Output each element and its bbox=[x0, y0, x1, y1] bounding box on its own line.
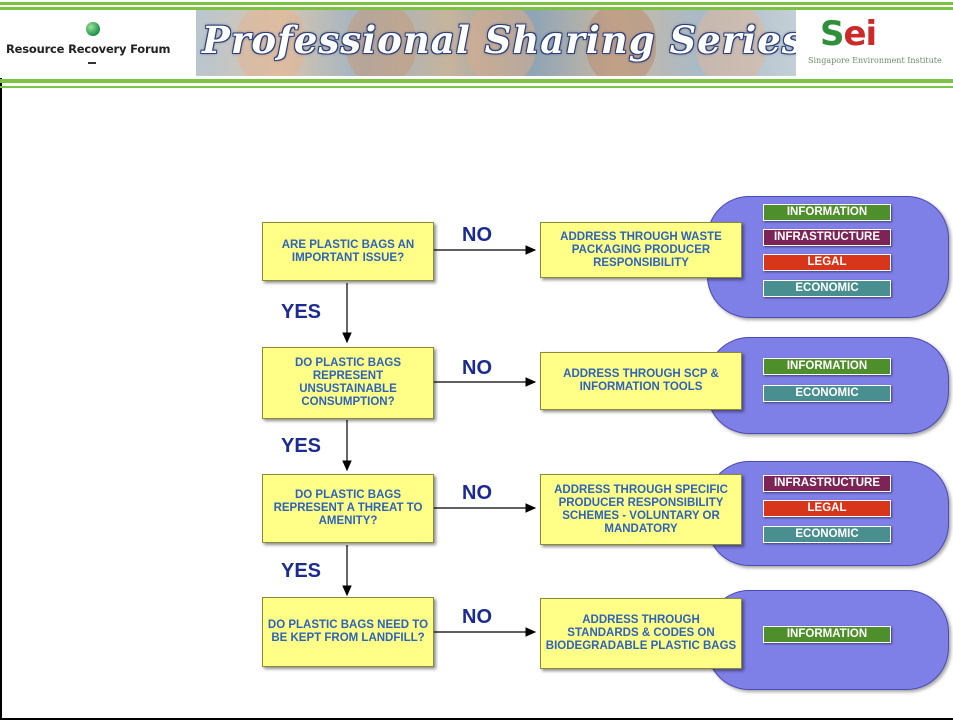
header-rule bbox=[0, 2, 953, 5]
header-rule bbox=[0, 86, 953, 88]
tag-information: INFORMATION bbox=[763, 358, 891, 375]
resource-recovery-forum-logo: Resource Recovery Forum bbox=[6, 20, 176, 70]
tag-legal: LEGAL bbox=[763, 254, 891, 271]
banner: Professional Sharing Series bbox=[196, 10, 796, 76]
action-box: ADDRESS THROUGH SCP & INFORMATION TOOLS bbox=[540, 352, 742, 410]
banner-photo-face bbox=[586, 10, 656, 76]
sei-logo-mark: Sei bbox=[820, 14, 878, 54]
no-label: NO bbox=[462, 224, 492, 246]
yes-label: YES bbox=[281, 560, 322, 582]
no-label: NO bbox=[462, 606, 492, 628]
banner-title: Professional Sharing Series bbox=[202, 18, 796, 62]
action-box: ADDRESS THROUGH WASTE PACKAGING PRODUCER… bbox=[540, 222, 742, 278]
tag-economic: ECONOMIC bbox=[763, 385, 891, 402]
tag-information: INFORMATION bbox=[763, 626, 891, 643]
tools-panel bbox=[707, 337, 949, 434]
logo-dash bbox=[88, 62, 96, 64]
rrf-logo-text: Resource Recovery Forum bbox=[6, 42, 171, 56]
tag-infrastructure: INFRASTRUCTURE bbox=[763, 475, 891, 492]
banner-photo-face bbox=[346, 10, 416, 76]
tag-economic: ECONOMIC bbox=[763, 280, 891, 297]
no-label: NO bbox=[462, 482, 492, 504]
action-box: ADDRESS THROUGH STANDARDS & CODES ON BIO… bbox=[540, 598, 742, 669]
slide-header: Resource Recovery Forum Professional Sha… bbox=[0, 0, 953, 78]
banner-photo-face bbox=[236, 10, 306, 76]
yes-label: YES bbox=[281, 435, 322, 457]
question-box: DO PLASTIC BAGS NEED TO BE KEPT FROM LAN… bbox=[262, 597, 434, 667]
header-rule bbox=[0, 7, 953, 10]
question-box: DO PLASTIC BAGS REPRESENT A THREAT TO AM… bbox=[262, 474, 434, 543]
action-box: ADDRESS THROUGH SPECIFIC PRODUCER RESPON… bbox=[540, 474, 742, 545]
no-label: NO bbox=[462, 357, 492, 379]
banner-photo-face bbox=[466, 10, 536, 76]
header-rule bbox=[0, 79, 953, 83]
tag-legal: LEGAL bbox=[763, 500, 891, 517]
tag-information: INFORMATION bbox=[763, 204, 891, 221]
sei-logo-mark-accent: ei bbox=[843, 14, 878, 54]
banner-photo-face bbox=[696, 10, 766, 76]
sei-logo: Sei Singapore Environment Institute bbox=[808, 14, 953, 74]
tag-economic: ECONOMIC bbox=[763, 526, 891, 543]
sei-logo-subtitle: Singapore Environment Institute bbox=[808, 56, 942, 65]
question-box: DO PLASTIC BAGS REPRESENT UNSUSTAINABLE … bbox=[262, 347, 434, 419]
tag-infrastructure: INFRASTRUCTURE bbox=[763, 229, 891, 246]
globe-icon bbox=[86, 22, 100, 36]
question-box: ARE PLASTIC BAGS AN IMPORTANT ISSUE? bbox=[262, 222, 434, 281]
yes-label: YES bbox=[281, 301, 322, 323]
